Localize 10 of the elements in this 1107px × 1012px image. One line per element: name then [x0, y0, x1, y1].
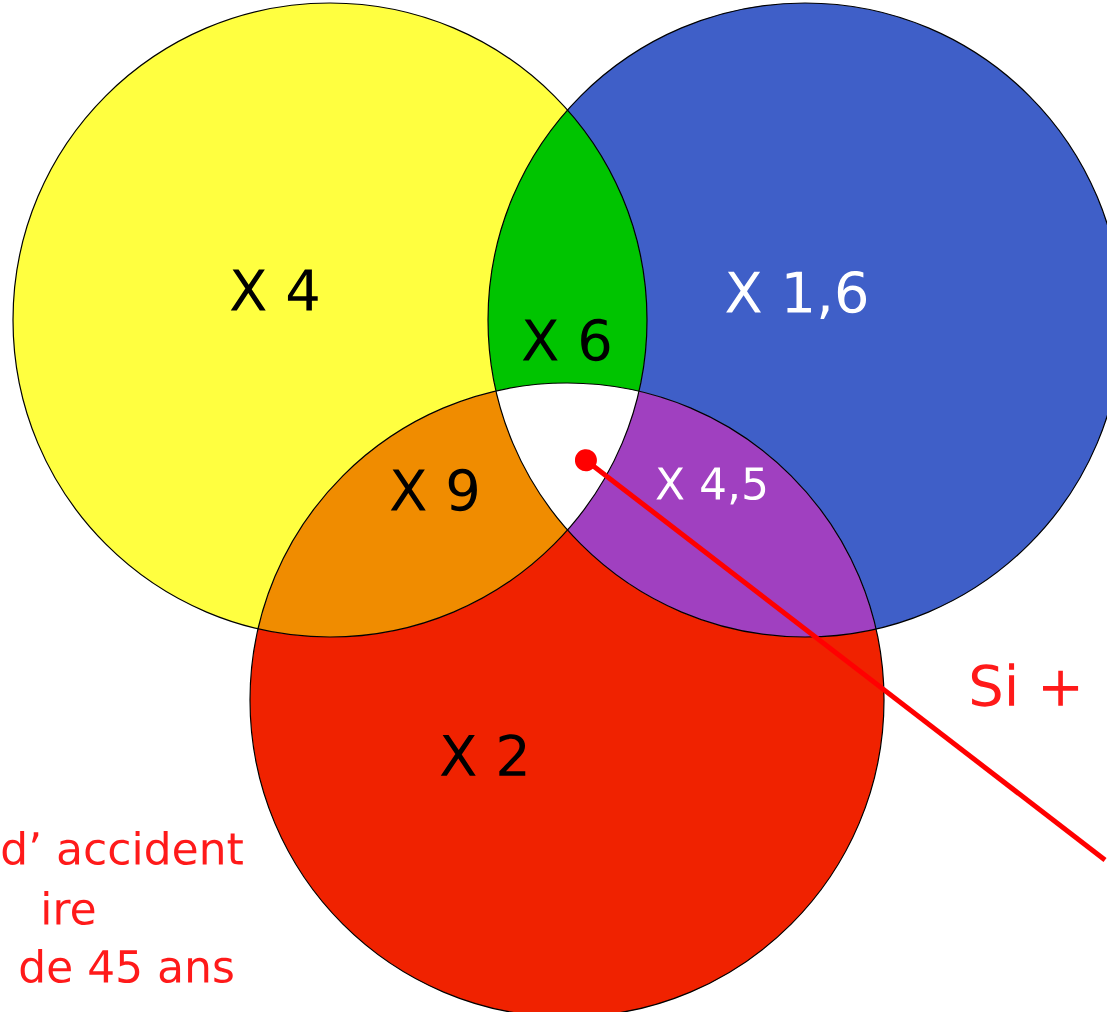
region-label: X 6 [522, 318, 610, 362]
region-label: X 4,5 [656, 467, 766, 505]
region-label: X 2 [440, 734, 526, 776]
region-label: X 4 [230, 269, 318, 311]
note-text: ire [44, 891, 95, 926]
note-text: Si + [971, 663, 1079, 707]
region-label: X 1,6 [726, 270, 867, 320]
overlap-region [495, 383, 639, 531]
leader-line [574, 449, 1107, 862]
region-label: X 9 [390, 468, 477, 512]
